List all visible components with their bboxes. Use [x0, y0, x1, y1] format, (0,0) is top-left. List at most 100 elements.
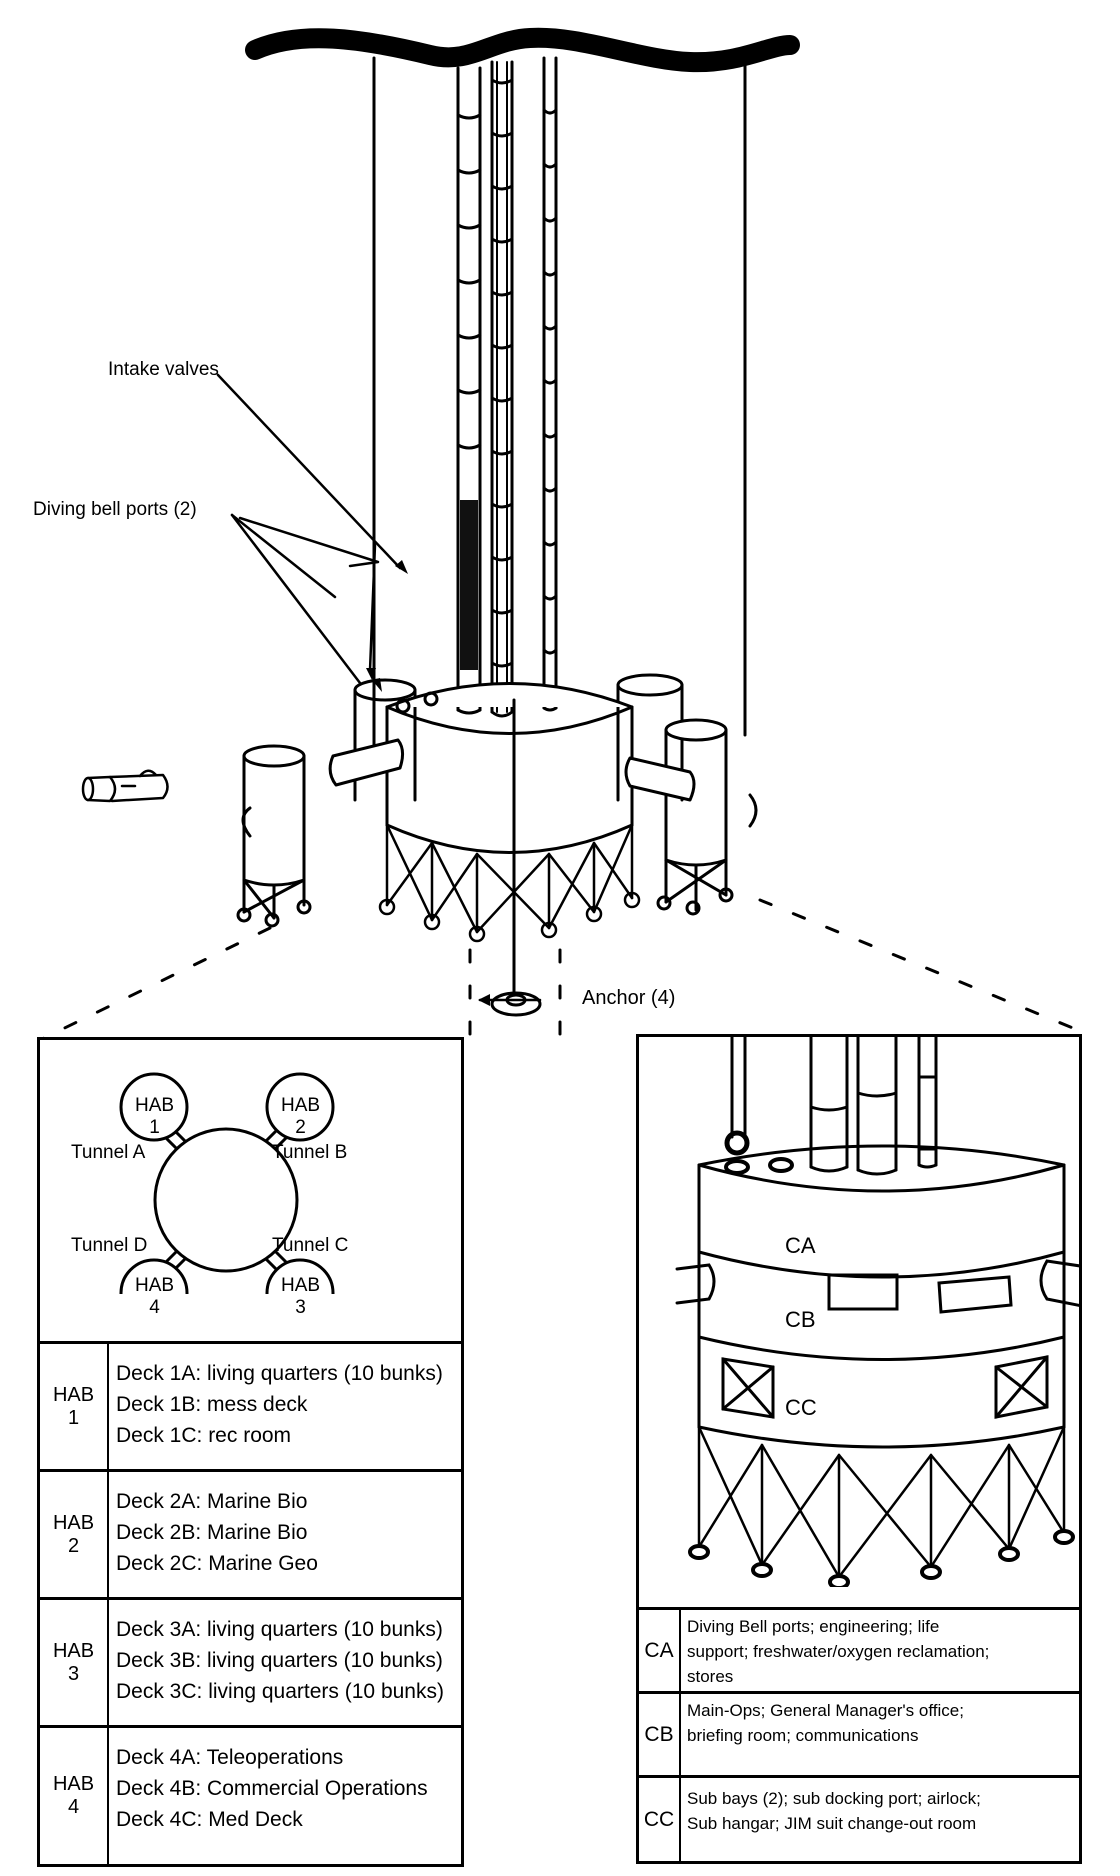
arrowheads	[366, 560, 490, 1006]
riser-pipe-narrow	[542, 56, 558, 712]
level-cc-label: CC	[785, 1395, 817, 1420]
core-layout-panel: CA CB CC CA Diving Bell ports; engineeri…	[636, 1034, 1082, 1864]
callout-anchor: Anchor (4)	[582, 987, 676, 1009]
callout-diving-bell-ports: Diving bell ports (2)	[33, 499, 197, 520]
pipe-segment	[490, 608, 514, 615]
pipe-segment	[490, 555, 514, 562]
cb-window	[937, 1275, 1013, 1314]
pipe-segment	[490, 661, 514, 668]
tunnel-b-label: Tunnel B	[272, 1142, 348, 1163]
central-core	[153, 1127, 299, 1273]
core-table-row: CC Sub bays (2); sub docking port; airlo…	[639, 1775, 1079, 1861]
cb-window	[827, 1273, 899, 1311]
pipe-segment	[490, 502, 514, 509]
tunnel-left	[328, 738, 405, 787]
pipe-segment	[542, 432, 558, 439]
level-ca-label: CA	[785, 1233, 816, 1258]
diving-bell-port-icon	[724, 1130, 750, 1156]
hab-4-circle	[119, 1258, 189, 1294]
tunnel-right	[624, 756, 696, 802]
pipe-segment	[542, 216, 558, 223]
callout-intake-valves: Intake valves	[108, 359, 219, 380]
anchor-icon	[490, 991, 542, 1017]
hab-decks: Deck 1A: living quarters (10 bunks)Deck …	[116, 1362, 443, 1447]
riser-pipe-intake	[456, 66, 482, 715]
tunnel-d-label: Tunnel D	[71, 1235, 148, 1256]
level-cb-label: CB	[785, 1307, 816, 1332]
hab-cylinder-rear-left	[353, 678, 417, 802]
pipe-segment	[542, 324, 558, 331]
pipe-segment	[542, 594, 558, 601]
pipe-segment	[490, 290, 514, 297]
tunnel-c-label: Tunnel C	[272, 1235, 349, 1256]
hab-3-circle	[265, 1258, 335, 1294]
pipe-segment	[542, 648, 558, 655]
pipe-segment	[456, 388, 482, 395]
pipe-segment	[542, 108, 558, 115]
pipe-segment	[542, 378, 558, 385]
core-support-legs	[378, 823, 641, 943]
hab-1-circle	[119, 1072, 189, 1142]
pipe-segment	[456, 278, 482, 285]
core-description: Main-Ops; General Manager's office;brief…	[687, 1701, 964, 1745]
core-support-legs	[688, 1425, 1075, 1587]
side-tunnel-right	[1039, 1259, 1079, 1307]
pipe-segment	[490, 396, 514, 403]
pipe-segment	[490, 237, 514, 244]
pipe-segment	[490, 184, 514, 191]
pipe-segment	[456, 443, 482, 450]
pipe-segment	[490, 131, 514, 138]
core-key: CA	[639, 1610, 681, 1691]
callout-arrows	[216, 373, 542, 1002]
core-table-row: CB Main-Ops; General Manager's office;br…	[639, 1691, 1079, 1775]
hab-2-circle	[265, 1072, 335, 1142]
riser-pipe-center	[490, 60, 514, 718]
core-module	[385, 682, 634, 854]
pipe-segment	[490, 78, 514, 85]
pipe-segment	[456, 113, 482, 120]
pipe-segment	[542, 162, 558, 169]
pipe-segment	[456, 333, 482, 340]
pipe-segment	[456, 168, 482, 175]
hab-cylinder-front-right	[656, 718, 758, 916]
level-divider-cb-cc	[697, 1335, 1066, 1361]
sub-bay-door	[994, 1355, 1049, 1419]
submarine-icon	[81, 769, 169, 803]
core-description: Sub bays (2); sub docking port; airlock;…	[687, 1789, 981, 1833]
pipe-segment	[542, 270, 558, 277]
pipe-segment	[542, 540, 558, 547]
core-key: CC	[639, 1778, 681, 1861]
pipe-segment	[490, 343, 514, 350]
hab-plan-view	[119, 1072, 335, 1294]
hab-cylinder-front-left	[236, 744, 312, 928]
pipe-segment	[542, 486, 558, 493]
hab-decks: Deck 3A: living quarters (10 bunks)Deck …	[116, 1618, 444, 1703]
side-tunnel-left	[675, 1263, 716, 1305]
pipe-segment	[490, 449, 514, 456]
core-elevation-view	[675, 1037, 1079, 1587]
ocean-surface	[245, 27, 800, 73]
core-key: CB	[639, 1694, 681, 1775]
pipe-segment	[456, 223, 482, 230]
level-divider-ca-cb	[697, 1250, 1066, 1279]
sub-bay-door	[721, 1357, 775, 1419]
